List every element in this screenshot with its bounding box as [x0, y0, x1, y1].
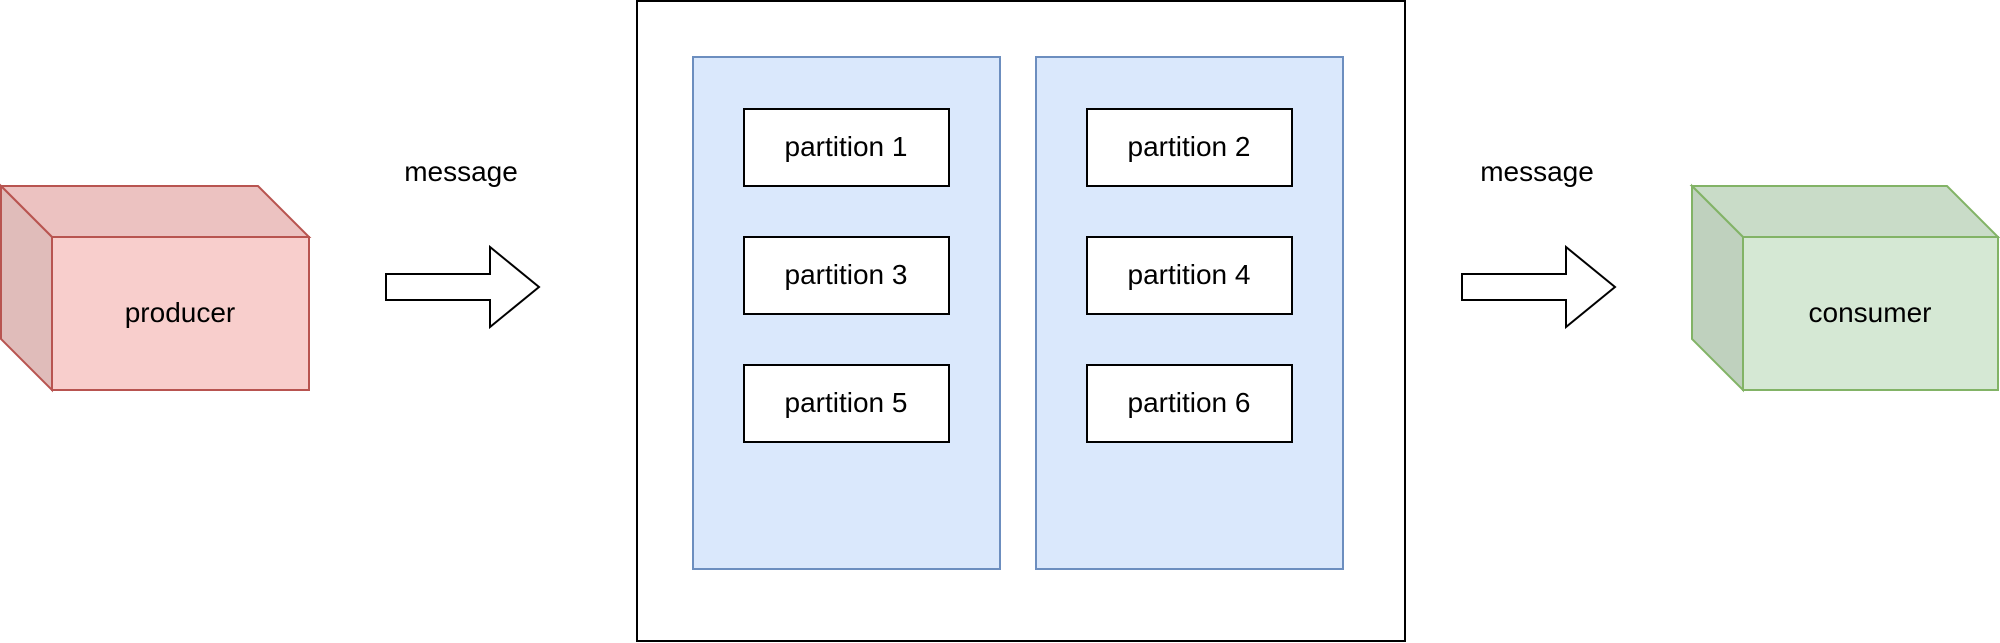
partition-2[interactable]: partition 2 [1086, 108, 1293, 187]
message-label-right: message [1480, 156, 1594, 187]
partition-group-2: partition 2 partition 4 partition 6 [1035, 56, 1344, 570]
producer-top-face [0, 185, 312, 238]
partition-1[interactable]: partition 1 [743, 108, 950, 187]
partition-4[interactable]: partition 4 [1086, 236, 1293, 315]
partition-group-1: partition 1 partition 3 partition 5 [692, 56, 1001, 570]
producer-front-face [51, 236, 310, 391]
consumer-top-face [1689, 185, 2000, 238]
message-arrow-right: message [1461, 156, 1617, 330]
arrow-right-shape [1461, 244, 1617, 330]
partition-3-label: partition 3 [785, 259, 908, 290]
partition-5-label: partition 5 [785, 387, 908, 418]
partition-2-label: partition 2 [1128, 131, 1251, 162]
consumer-label: consumer [1809, 297, 1932, 328]
consumer-node[interactable]: consumer [1689, 183, 2000, 393]
partition-5[interactable]: partition 5 [743, 364, 950, 443]
partition-6-label: partition 6 [1128, 387, 1251, 418]
partition-1-label: partition 1 [785, 131, 908, 162]
partition-4-label: partition 4 [1128, 259, 1251, 290]
message-arrow-left: message [385, 156, 541, 330]
producer-node[interactable]: producer [0, 183, 312, 393]
producer-label: producer [125, 297, 236, 328]
arrow-left-shape [385, 244, 541, 330]
partition-3[interactable]: partition 3 [743, 236, 950, 315]
partition-6[interactable]: partition 6 [1086, 364, 1293, 443]
consumer-front-face [1742, 236, 1999, 391]
message-label-left: message [404, 156, 518, 187]
